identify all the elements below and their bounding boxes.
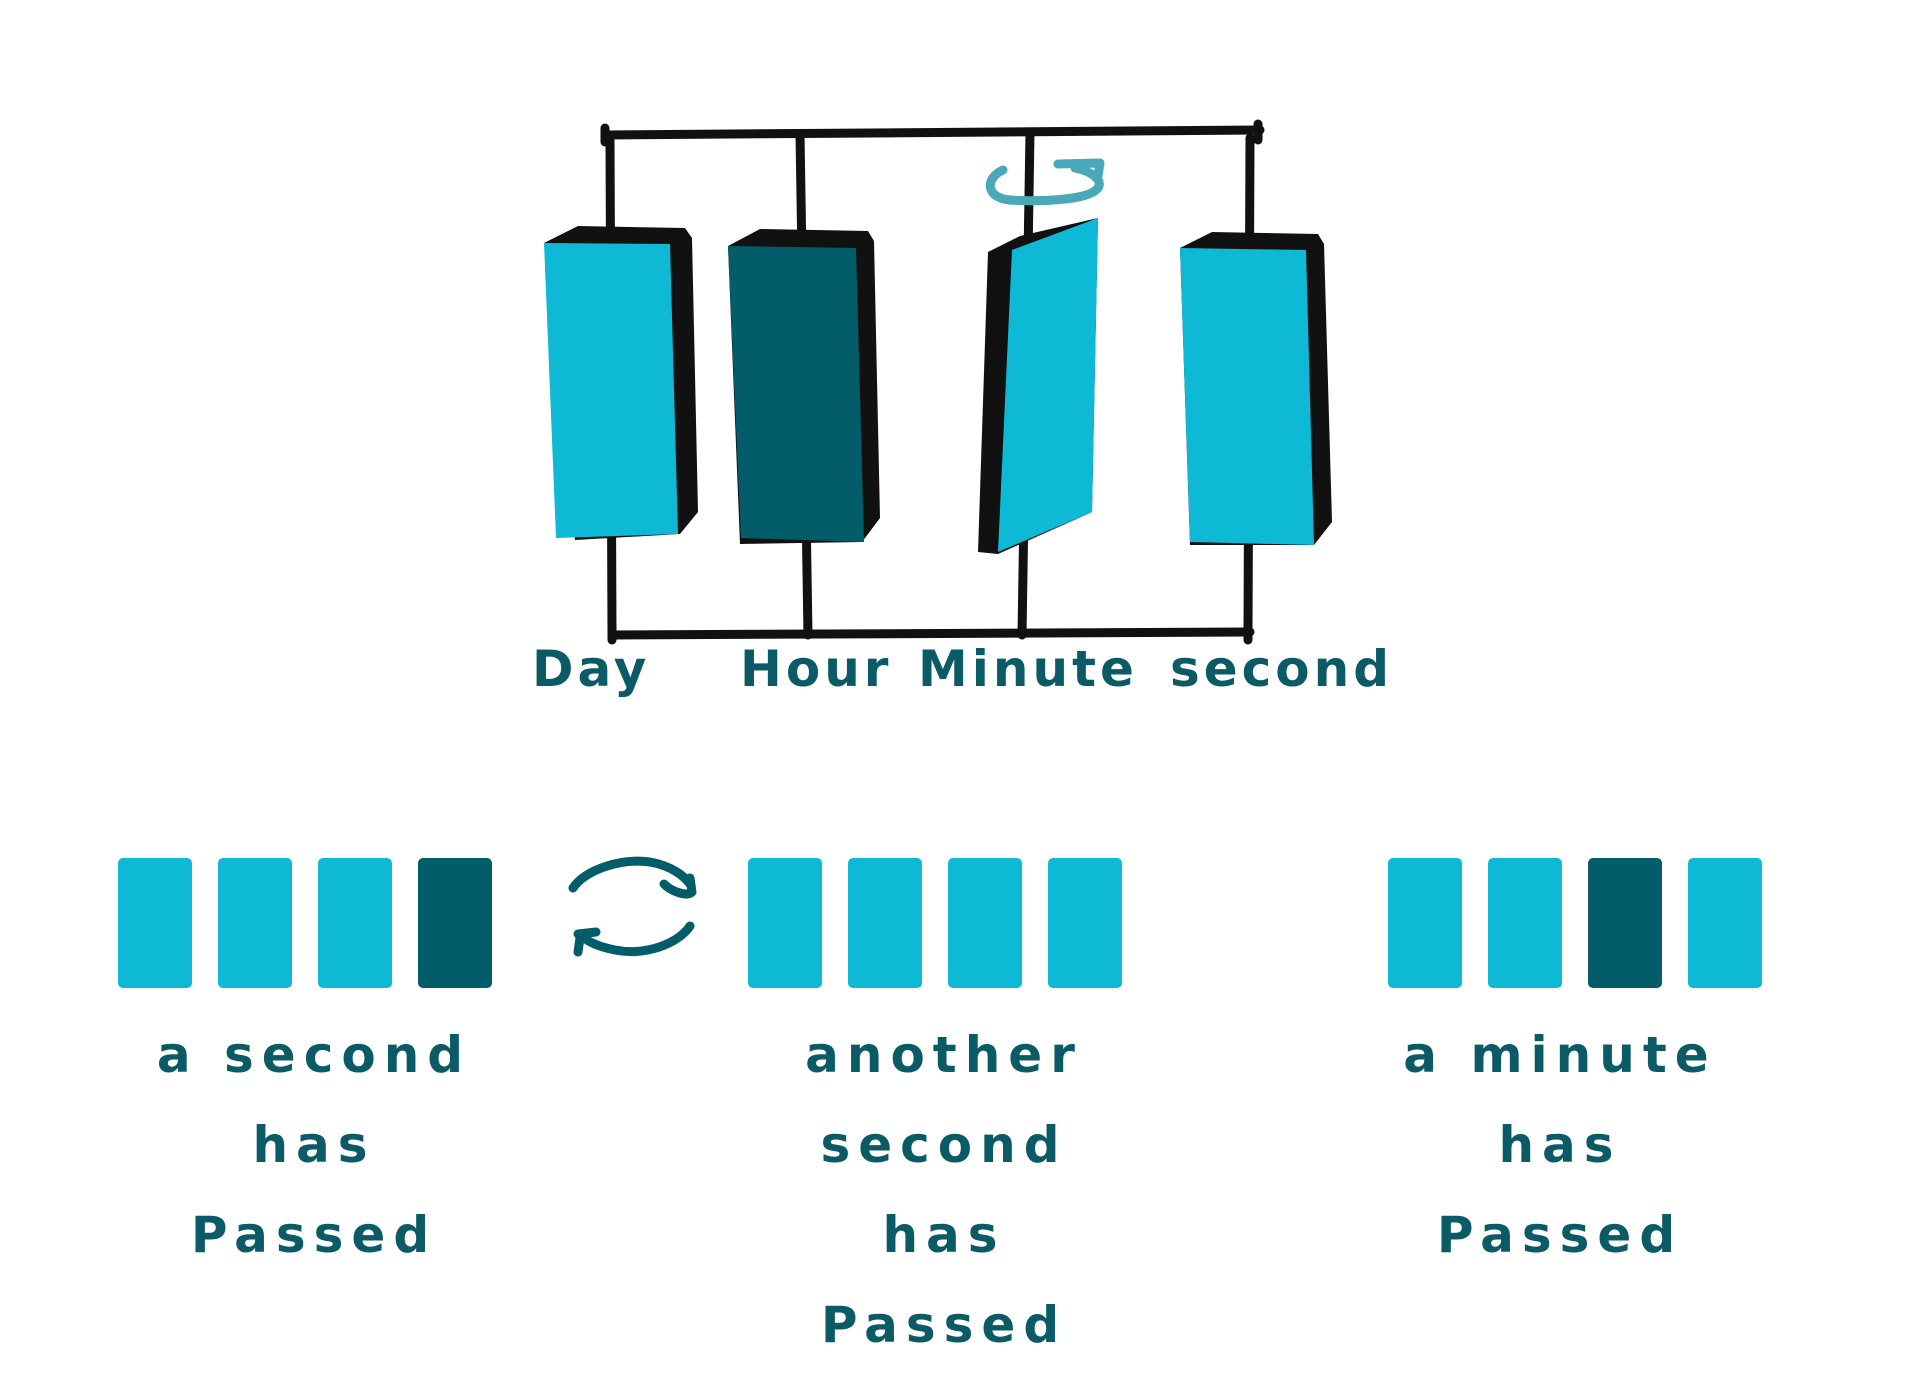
label-second: second [1170, 640, 1394, 698]
caption-line: a minute [1403, 1026, 1717, 1084]
caption-another-second: another second has Passed [684, 1010, 1204, 1370]
tile-light [1388, 858, 1462, 988]
flip-clock-frame [600, 119, 1265, 645]
top-tile-hour [728, 229, 880, 544]
tile-light [218, 858, 292, 988]
caption-a-minute: a minute has Passed [1300, 1010, 1820, 1280]
rotate-arrow-icon [985, 158, 1105, 206]
label-minute: Minute [918, 640, 1138, 698]
tile-light [848, 858, 922, 988]
tile-light [1688, 858, 1762, 988]
tile-group-2 [748, 858, 1122, 988]
tile-dark [418, 858, 492, 988]
caption-line: Passed [820, 1296, 1068, 1354]
caption-a-second: a second has Passed [54, 1010, 574, 1280]
tile-groups [118, 858, 1762, 988]
tile-light [748, 858, 822, 988]
tile-light [948, 858, 1022, 988]
tile-light [318, 858, 392, 988]
top-tile-minute [978, 218, 1098, 554]
tile-dark [1588, 858, 1662, 988]
caption-line: Passed [190, 1206, 438, 1264]
top-tile-day [544, 226, 698, 540]
caption-line: has [1498, 1116, 1622, 1174]
tile-light [118, 858, 192, 988]
tile-group-1 [118, 858, 492, 988]
tile-light [1488, 858, 1562, 988]
tile-light [1048, 858, 1122, 988]
tile-group-3 [1388, 858, 1762, 988]
label-hour: Hour [740, 640, 893, 698]
caption-line: has [252, 1116, 376, 1174]
caption-line: another second [805, 1026, 1083, 1174]
swap-arrows-icon [568, 856, 697, 957]
caption-line: Passed [1436, 1206, 1684, 1264]
caption-line: a second [156, 1026, 472, 1084]
top-tile-second [1180, 232, 1332, 545]
label-day: Day [532, 640, 651, 698]
caption-line: has [882, 1206, 1006, 1264]
